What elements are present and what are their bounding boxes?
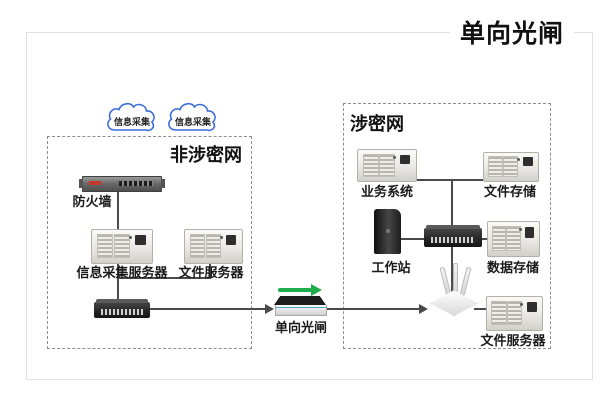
zone-label-non-classified: 非涉密网 <box>170 145 242 165</box>
arrow-right-icon <box>419 304 428 314</box>
switch-icon <box>94 299 150 318</box>
cloud-label: 信息采集 <box>113 117 150 127</box>
optical-gate-body <box>275 305 327 316</box>
optical-gate-icon <box>274 296 326 305</box>
firewall-device-icon <box>79 176 165 192</box>
data-storage-label: 数据存储 <box>486 260 539 275</box>
collect-server-icon <box>91 229 153 264</box>
one-way-flow-arrow-icon <box>311 284 322 296</box>
zone-label-classified: 涉密网 <box>350 114 404 134</box>
file-storage-icon <box>483 152 539 182</box>
data-storage-icon <box>487 221 540 257</box>
file-server-label: 文件服务器 <box>178 265 244 280</box>
connector-line <box>451 247 453 302</box>
zone-non-classified <box>47 136 252 349</box>
connector-line <box>209 262 211 279</box>
switch-icon <box>424 225 482 247</box>
one-way-flow-line <box>278 288 312 292</box>
cloud-icon: 信息采集 <box>104 100 160 135</box>
diagram-title: 单向光闸 <box>450 14 575 50</box>
connector-line <box>474 308 487 310</box>
business-system-label: 业务系统 <box>360 184 413 199</box>
connector-line <box>117 262 119 303</box>
zone-classified <box>343 103 551 349</box>
connector-line <box>401 238 424 240</box>
cloud-icon: 信息采集 <box>165 100 221 135</box>
connector-line <box>117 277 210 279</box>
optical-gate-label: 单向光闸 <box>274 320 327 335</box>
connector-line <box>117 190 119 230</box>
workstation-label: 工作站 <box>371 260 411 275</box>
collect-server-label: 信息采集服务器 <box>76 265 168 280</box>
connector-line <box>326 308 420 310</box>
file-server-icon <box>486 296 543 331</box>
connector-line <box>414 179 484 181</box>
cloud-label: 信息采集 <box>174 117 211 127</box>
arrow-right-icon <box>265 304 274 314</box>
firewall-label: 防火墙 <box>72 194 112 209</box>
business-system-icon <box>357 149 417 182</box>
connector-line <box>482 238 488 240</box>
file-server-right-label: 文件服务器 <box>480 333 546 348</box>
workstation-icon <box>374 209 401 254</box>
connector-line <box>150 308 266 310</box>
connector-line <box>451 179 453 229</box>
file-storage-label: 文件存储 <box>483 184 536 199</box>
file-server-icon <box>184 229 243 264</box>
